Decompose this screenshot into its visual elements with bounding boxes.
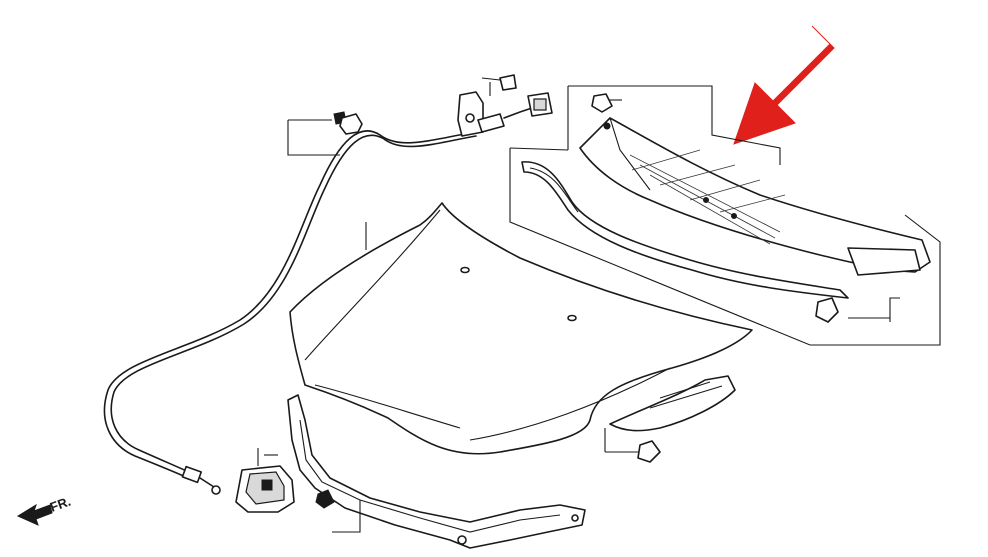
hood-latch	[235, 448, 295, 513]
cowl-group-bracket	[509, 85, 941, 346]
cowl-seal	[521, 161, 849, 299]
highlight-arrow	[733, 25, 835, 145]
bolt-clip-upper	[287, 111, 363, 156]
front-bulkhead-stay	[287, 394, 586, 549]
release-handle	[457, 74, 553, 137]
hood-release-cable	[103, 130, 477, 495]
hood-insulator	[604, 375, 736, 463]
cowl-top-cover	[579, 117, 931, 276]
direction-label: FR.	[48, 494, 73, 515]
front-direction-indicator: FR.	[16, 494, 73, 526]
hood-panel	[289, 202, 753, 455]
